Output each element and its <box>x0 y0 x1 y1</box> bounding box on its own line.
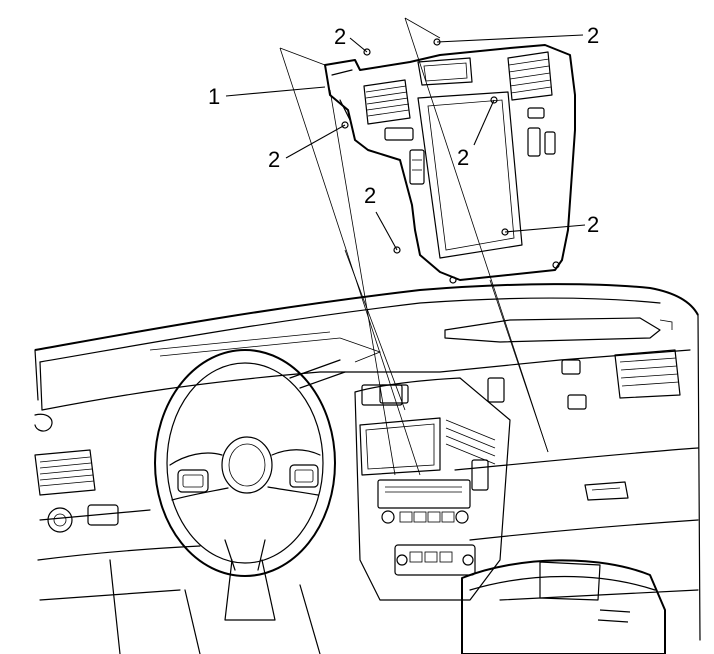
callout-2-center: 2 <box>457 145 469 170</box>
callout-2-left: 2 <box>268 147 280 172</box>
callout-2-top-left: 2 <box>334 24 346 49</box>
trim-plate-component <box>324 38 576 284</box>
steering-wheel <box>154 349 346 621</box>
instrument-panel <box>34 283 701 641</box>
callout-2-right: 2 <box>587 212 599 237</box>
projection-lines <box>279 17 549 476</box>
floor-console <box>461 559 666 654</box>
callout-2-lower-left: 2 <box>364 183 376 208</box>
leader-lines <box>225 34 586 251</box>
center-stack <box>354 377 511 601</box>
callout-2-top-right: 2 <box>587 23 599 48</box>
lower-panel <box>109 559 321 654</box>
callout-1-trim-plate: 1 <box>208 84 220 109</box>
